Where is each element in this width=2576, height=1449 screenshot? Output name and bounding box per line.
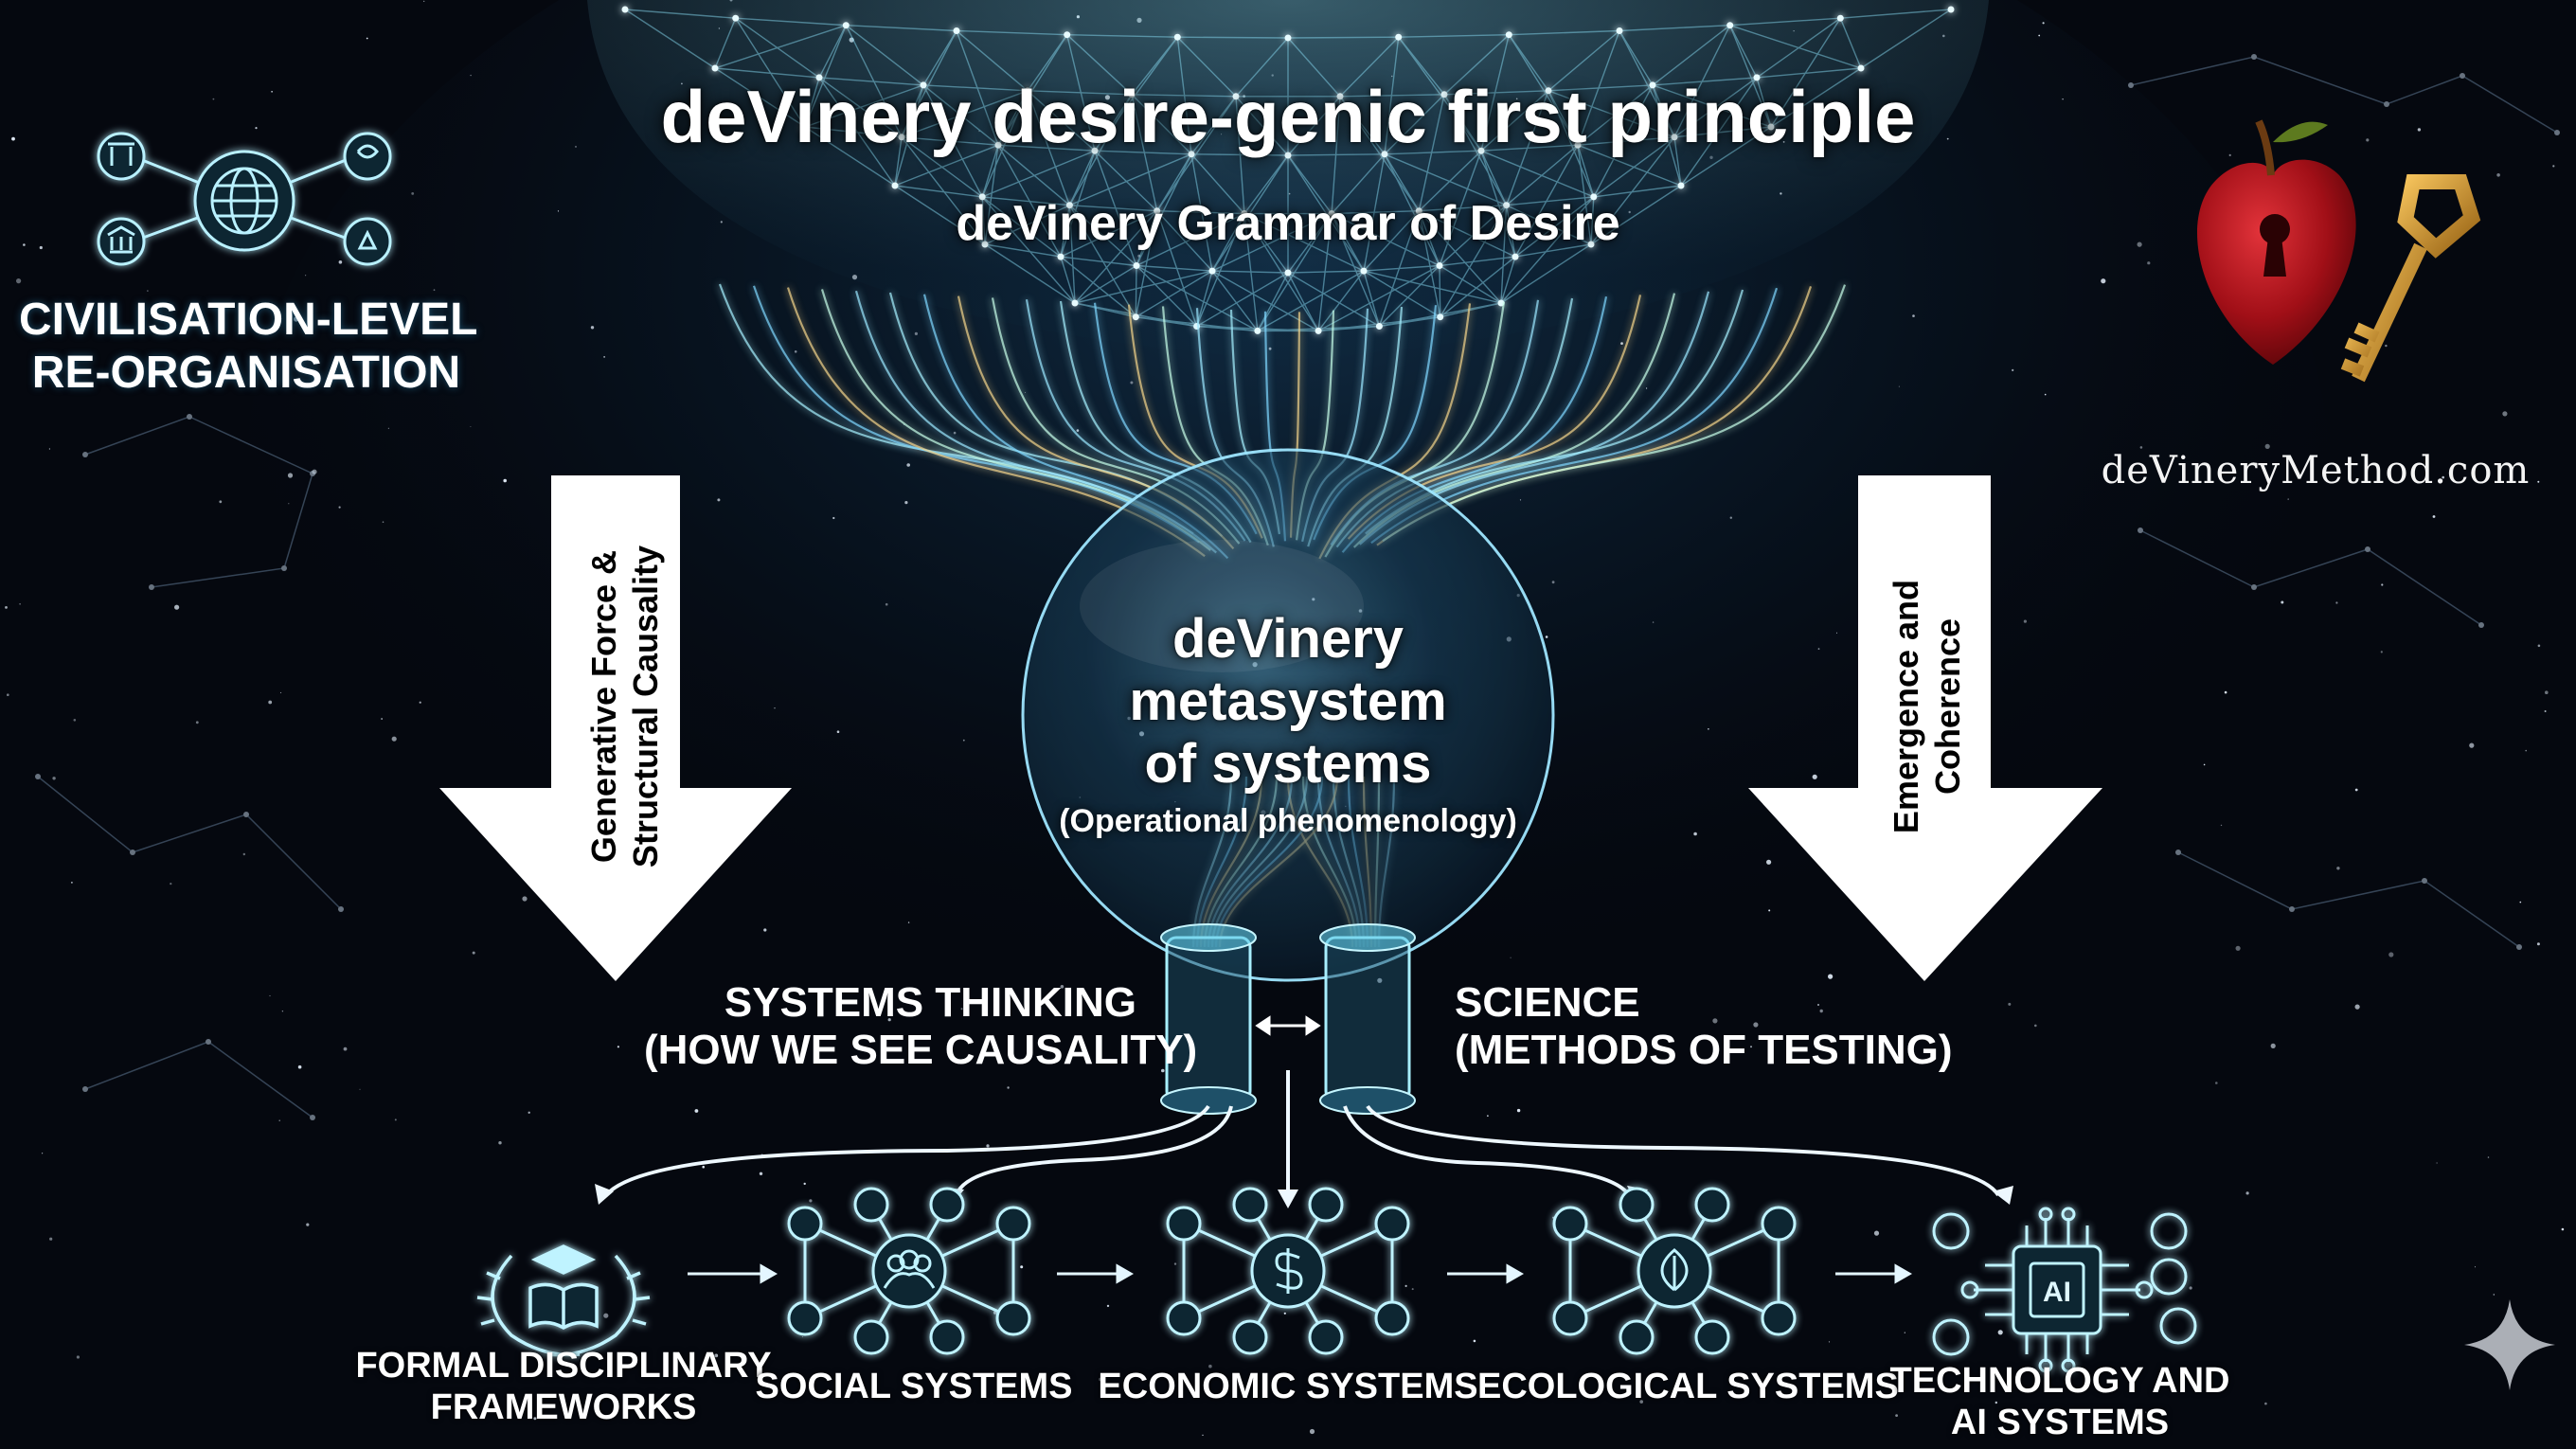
metasystem-sphere <box>1021 448 1555 982</box>
right-arrow-label-line1: Emergence and <box>1887 579 1925 834</box>
website-label: deVineryMethod.com <box>2101 449 2531 492</box>
dollar-network-icon <box>1166 1187 1410 1355</box>
systems-thinking-label: SYSTEMS THINKING (HOW WE SEE CAUSALITY) <box>644 979 1198 1074</box>
right-arrow-label: Emergence and Coherence <box>1886 508 1969 905</box>
technology-ai-line2: AI SYSTEMS <box>1950 1403 2170 1442</box>
distribution-arrows <box>604 1070 2000 1197</box>
metasystem-title: deVinery metasystem of systems <box>1042 608 1534 796</box>
pillar-link-arrow <box>1255 1015 1321 1036</box>
science-line1: SCIENCE <box>1455 979 1640 1026</box>
technology-ai-line1: TECHNOLOGY AND <box>1889 1361 2230 1401</box>
pillar-right <box>1319 923 1416 1115</box>
economic-systems-line1: ECONOMIC SYSTEMS <box>1098 1367 1478 1406</box>
formal-frameworks-line2: FRAMEWORKS <box>430 1387 697 1427</box>
right-arrow-label-line2: Coherence <box>1928 617 1967 796</box>
left-arrow-label-line1: Generative Force & <box>584 549 623 864</box>
formal-frameworks-line1: FORMAL DISCIPLINARY <box>355 1346 772 1386</box>
systems-thinking-line1: SYSTEMS THINKING <box>724 979 1136 1026</box>
leaf-network-icon <box>1552 1187 1797 1355</box>
science-line2: (METHODS OF TESTING) <box>1455 1027 1953 1073</box>
civilisation-label-line1: CIVILISATION-LEVEL <box>19 295 478 345</box>
people-network-icon <box>787 1187 1031 1355</box>
metasystem-title-line2: metasystem <box>1129 671 1447 732</box>
civilisation-network-icon <box>97 132 392 266</box>
formal-frameworks-label: FORMAL DISCIPLINARY FRAMEWORKS <box>341 1345 786 1428</box>
diagram-subtitle: deVinery Grammar of Desire <box>956 196 1620 251</box>
constellation-lines <box>35 54 2560 1120</box>
technology-ai-label: TECHNOLOGY AND AI SYSTEMS <box>1856 1360 2263 1443</box>
ai-chip-label: AI <box>2043 1277 2071 1308</box>
ai-chip-icon <box>1932 1207 2197 1373</box>
left-arrow-label-line2: Structural Causality <box>626 545 665 868</box>
diagram-title: deVinery desire-genic first principle <box>660 75 1916 158</box>
civilisation-label-line2: RE-ORGANISATION <box>31 348 461 398</box>
neural-mesh-bowl <box>587 0 1989 360</box>
node-link-arrows <box>688 1263 1913 1284</box>
laurel-book-icon <box>476 1244 651 1357</box>
systems-thinking-line2: (HOW WE SEE CAUSALITY) <box>644 1027 1198 1073</box>
right-down-arrow <box>1748 475 2102 981</box>
apple-key-logo <box>2197 119 2481 383</box>
science-label: SCIENCE (METHODS OF TESTING) <box>1455 979 1953 1074</box>
metasystem-subtitle: (Operational phenomenology) <box>1059 803 1517 839</box>
metasystem-title-line1: deVinery <box>1172 608 1404 670</box>
ecological-systems-label: ECOLOGICAL SYSTEMS <box>1477 1366 1899 1407</box>
sparkle-icon <box>2464 1299 2555 1390</box>
economic-systems-label: ECONOMIC SYSTEMS <box>1089 1366 1487 1407</box>
ecological-systems-line1: ECOLOGICAL SYSTEMS <box>1477 1367 1899 1406</box>
social-systems-label: SOCIAL SYSTEMS <box>729 1366 1099 1407</box>
left-arrow-label: Generative Force & Structural Causality <box>583 508 667 905</box>
left-down-arrow <box>439 475 792 981</box>
metasystem-title-line3: of systems <box>1144 733 1432 795</box>
civilisation-label: CIVILISATION-LEVEL RE-ORGANISATION <box>19 294 478 400</box>
pillar-left <box>1160 923 1257 1115</box>
social-systems-line1: SOCIAL SYSTEMS <box>755 1367 1073 1406</box>
